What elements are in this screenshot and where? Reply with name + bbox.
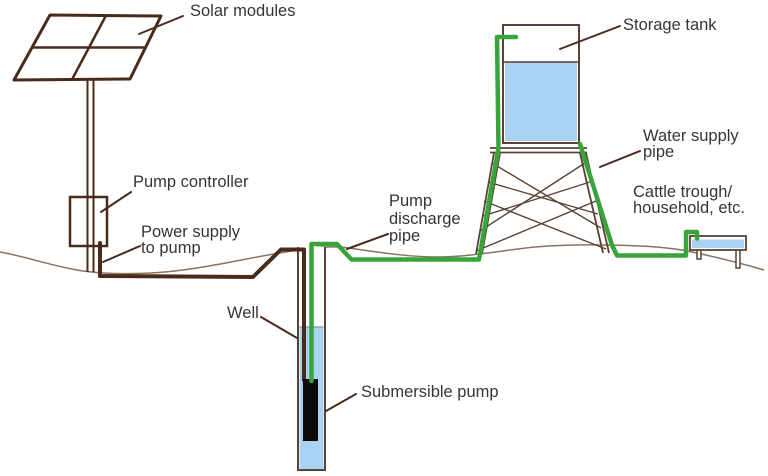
tower-platform <box>490 147 587 154</box>
water-supply-pipe <box>577 141 700 258</box>
leader-power-supply <box>102 245 141 263</box>
label-water-supply-line1: Water supply <box>643 127 739 145</box>
submersible-pump <box>303 379 318 441</box>
label-power-supply-line2: to pump <box>141 239 201 257</box>
panel-pole <box>86 79 95 272</box>
label-well: Well <box>227 304 259 322</box>
leader-lines <box>100 15 641 412</box>
label-power-supply-line1: Power supply <box>141 223 241 241</box>
pump-controller-box <box>68 195 109 248</box>
label-cattle-trough-line1: Cattle trough/ <box>633 183 733 201</box>
leader-solar-modules <box>138 15 184 35</box>
tower-braces <box>475 162 607 252</box>
leader-pump-controller <box>100 191 132 213</box>
label-solar-modules: Solar modules <box>190 2 296 20</box>
storage-tank <box>502 24 580 144</box>
tank-water <box>505 62 577 141</box>
cattle-trough <box>689 235 747 269</box>
leader-well <box>260 316 298 339</box>
leader-water-supply <box>599 150 641 168</box>
leader-storage-tank <box>559 25 621 50</box>
label-pump-discharge-line3: pipe <box>389 227 421 245</box>
trough-water <box>692 239 744 248</box>
label-submersible-pump: Submersible pump <box>361 383 499 401</box>
label-water-supply-line2: pipe <box>643 143 675 161</box>
power-cable <box>98 241 306 382</box>
label-water-supply-pipe: Water supply pipe <box>643 127 739 161</box>
leader-pump-discharge <box>346 233 389 250</box>
label-storage-tank: Storage tank <box>623 16 717 34</box>
label-pump-discharge-line1: Pump <box>389 192 433 210</box>
label-pump-controller: Pump controller <box>133 173 249 191</box>
label-pump-discharge-pipe: Pump discharge pipe <box>389 192 461 246</box>
label-power-supply: Power supply to pump <box>141 223 241 257</box>
label-pump-discharge-line2: discharge <box>389 209 461 228</box>
solar-array <box>12 13 163 272</box>
trough-leg-right <box>735 248 741 269</box>
label-cattle-trough: Cattle trough/ household, etc. <box>633 183 745 217</box>
solar-panel-gridlines <box>32 14 146 81</box>
ground-line <box>0 244 765 275</box>
leader-submersible-pump <box>325 393 357 412</box>
label-cattle-trough-line2: household, etc. <box>633 198 745 217</box>
pump-discharge-pipe <box>309 34 519 384</box>
tower-leg-right <box>579 152 610 254</box>
